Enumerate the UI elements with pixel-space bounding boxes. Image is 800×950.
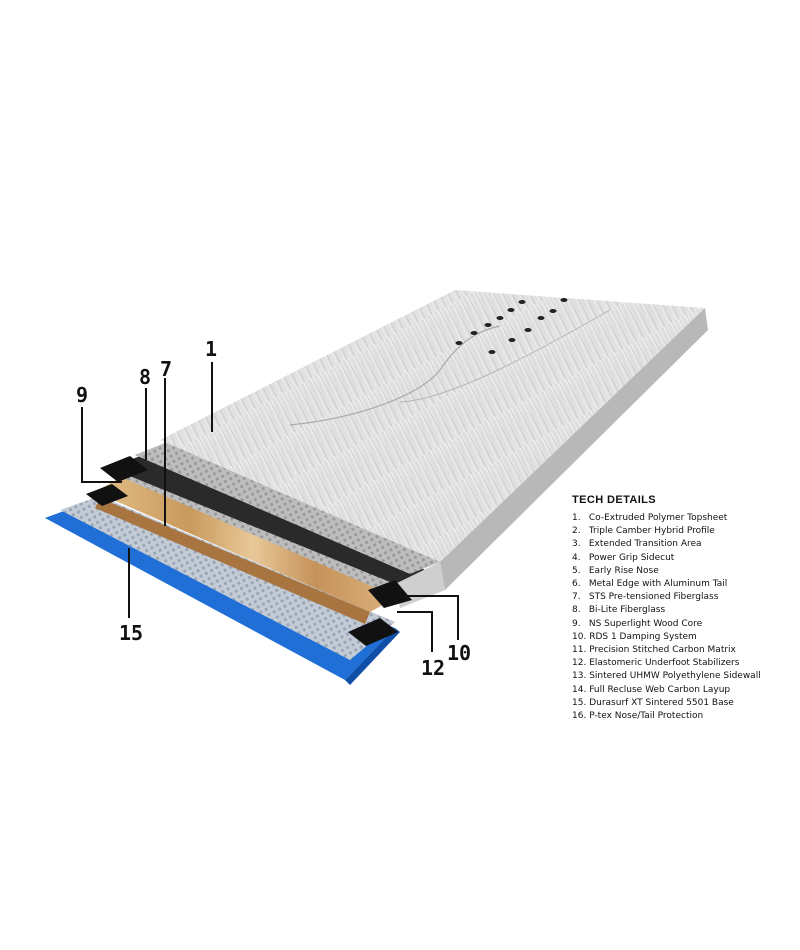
tech-detail-item: 12. Elastomeric Underfoot Stabilizers — [572, 657, 792, 670]
topsheet-graphic-2 — [399, 309, 611, 403]
tech-detail-item: 6. Metal Edge with Aluminum Tail — [572, 578, 792, 591]
tech-detail-number: 7. — [572, 592, 581, 603]
tech-detail-item: 7. STS Pre-tensioned Fiberglass — [572, 591, 792, 604]
tech-detail-item: 14. Full Recluse Web Carbon Layup — [572, 684, 792, 697]
base-edge — [345, 628, 400, 685]
tech-detail-item: 5. Early Rise Nose — [572, 565, 792, 578]
tech-detail-text: Elastomeric Underfoot Stabilizers — [589, 658, 740, 669]
topsheet — [160, 290, 705, 562]
callout-10: 10 — [447, 641, 471, 665]
upper-fiberglass-layer — [135, 440, 445, 574]
tech-detail-number: 9. — [572, 618, 581, 629]
leader-lines — [81, 362, 459, 652]
callout-7: 7 — [160, 357, 172, 381]
tech-detail-item: 16. P-tex Nose/Tail Protection — [572, 710, 792, 723]
tech-detail-number: 14. — [572, 684, 587, 695]
wood-core-layer — [95, 472, 410, 612]
tech-detail-number: 12. — [572, 658, 587, 669]
tech-detail-text: Power Grip Sidecut — [588, 552, 675, 563]
stabilizer-block-right-top — [368, 580, 412, 608]
tech-detail-item: 9. NS Superlight Wood Core — [572, 618, 792, 631]
tech-detail-number: 4. — [572, 552, 581, 563]
tech-detail-text: Precision Stitched Carbon Matrix — [589, 645, 736, 656]
tech-detail-text: Co-Extruded Polymer Topsheet — [588, 513, 728, 523]
tech-detail-number: 13. — [572, 671, 587, 682]
binding-inserts — [455, 298, 568, 354]
topsheet-graphic — [289, 325, 501, 426]
tech-detail-text: Bi-Lite Fiberglass — [588, 605, 666, 616]
tech-detail-text: Triple Camber Hybrid Profile — [588, 526, 715, 537]
tech-detail-text: NS Superlight Wood Core — [588, 618, 703, 629]
damping-layer — [110, 452, 430, 584]
tech-detail-number: 16. — [572, 711, 587, 722]
tech-detail-item: 3. Extended Transition Area — [572, 538, 792, 551]
tech-detail-number: 10. — [572, 631, 587, 642]
carbon-matrix-layer — [60, 496, 395, 660]
tech-detail-item: 15. Durasurf XT Sintered 5501 Base — [572, 697, 792, 710]
stabilizer-block-right-bottom — [348, 618, 398, 646]
callout-8: 8 — [139, 365, 151, 389]
tech-details-title: TECH DETAILS — [572, 494, 657, 506]
tech-detail-item: 4. Power Grip Sidecut — [572, 552, 792, 565]
callout-9: 9 — [76, 383, 88, 407]
tech-detail-number: 3. — [572, 539, 581, 550]
tech-detail-number: 11. — [572, 645, 587, 656]
tech-detail-text: Durasurf XT Sintered 5501 Base — [589, 697, 734, 708]
tech-detail-number: 6. — [572, 579, 581, 590]
tech-detail-text: Extended Transition Area — [588, 539, 702, 550]
tech-details-panel: TECH DETAILS 1. Co-Extruded Polymer Tops… — [572, 494, 792, 723]
tech-detail-number: 5. — [572, 565, 581, 576]
tech-detail-text: Full Recluse Web Carbon Layup — [589, 684, 731, 695]
tech-detail-text: P-tex Nose/Tail Protection — [589, 711, 704, 722]
tech-detail-text: Metal Edge with Aluminum Tail — [588, 579, 728, 590]
tech-detail-number: 8. — [572, 605, 581, 616]
tech-detail-item: 8. Bi-Lite Fiberglass — [572, 604, 792, 617]
topsheet-edge — [440, 308, 708, 590]
wood-core-side — [95, 498, 370, 624]
tech-detail-item: 10. RDS 1 Damping System — [572, 631, 792, 644]
tech-detail-number: 2. — [572, 526, 581, 537]
tech-detail-text: STS Pre-tensioned Fiberglass — [588, 592, 719, 603]
tech-detail-item: 13. Sintered UHMW Polyethylene Sidewall — [572, 670, 792, 683]
tech-detail-item: 11. Precision Stitched Carbon Matrix — [572, 644, 792, 657]
tech-detail-text: Early Rise Nose — [588, 565, 659, 576]
stabilizer-block-left-bottom — [86, 484, 128, 506]
tech-detail-item: 2. Triple Camber Hybrid Profile — [572, 525, 792, 538]
tech-detail-text: Sintered UHMW Polyethylene Sidewall — [589, 671, 761, 682]
callout-1: 1 — [205, 337, 217, 361]
callout-12: 12 — [421, 656, 445, 680]
tech-detail-item: 1. Co-Extruded Polymer Topsheet — [572, 512, 792, 525]
callout-15: 15 — [119, 621, 143, 645]
tech-detail-number: 15. — [572, 697, 587, 708]
tech-detail-number: 1. — [572, 513, 581, 523]
stabilizer-block-left-top — [100, 456, 148, 482]
tech-detail-text: RDS 1 Damping System — [589, 631, 697, 642]
